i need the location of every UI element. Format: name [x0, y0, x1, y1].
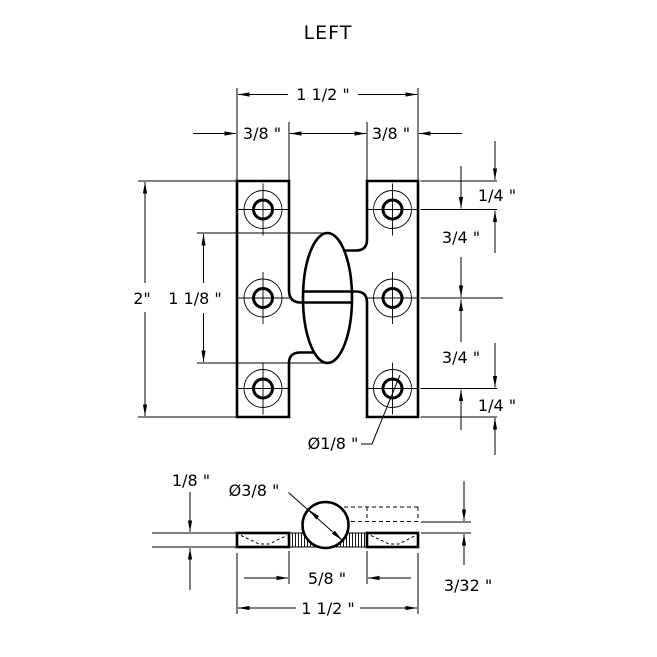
dim-label-offset: 3/32 " — [444, 576, 492, 595]
dim-hole-positions: 1/4 " 3/4 " 3/4 " 1/4 " — [420, 141, 516, 455]
drawing-title: LEFT — [304, 22, 353, 44]
countersink-right — [370, 535, 416, 545]
dim-label-overall-width-top: 1 1/2 " — [296, 85, 349, 104]
surface-extension-lines-left — [152, 532, 236, 548]
left-leaf-section — [235, 531, 291, 549]
dim-leaf-widths: 3/8 " 3/8 " — [193, 122, 462, 180]
dim-leaf-thickness: 1/8 " — [172, 471, 210, 590]
dim-inner-gap: 5/8 " — [244, 551, 411, 588]
dim-label-overall-width-bottom: 1 1/2 " — [301, 599, 354, 618]
countersink-left — [240, 535, 288, 545]
hidden-knuckle-outline — [344, 506, 419, 522]
right-leaf-section — [365, 531, 420, 549]
leaf-outlines — [235, 179, 420, 419]
dim-label-knuckle-diameter: Ø3/8 " — [229, 481, 280, 500]
dim-knuckle-height: 1 1/8 " — [168, 232, 327, 364]
dim-label-hole-to-bottom-edge: 1/4 " — [478, 396, 516, 415]
dim-label-knuckle-height: 1 1/8 " — [168, 289, 221, 308]
dim-label-leaf-thickness: 1/8 " — [172, 471, 210, 490]
dim-overall-height: 2" — [133, 180, 236, 418]
dim-label-overall-height: 2" — [133, 289, 151, 308]
dim-label-hole-pitch-lower: 3/4 " — [442, 348, 480, 367]
dim-label-top-edge-to-hole: 1/4 " — [478, 186, 516, 205]
dim-overall-width-top: 1 1/2 " — [236, 85, 419, 180]
front-view: 1 1/2 " 3/8 " 3/8 " 2" 1 1/8 " — [133, 85, 516, 455]
dim-label-screw-hole-diameter: Ø1/8 " — [308, 434, 359, 453]
dim-offset: 3/32 " — [444, 481, 492, 595]
callout-screw-hole-diameter: Ø1/8 " — [308, 374, 401, 453]
bottom-view: Ø3/8 " 1/8 " 3/32 " 5/8 " 1 1/2 " — [152, 471, 492, 618]
surface-extension-lines-right — [421, 521, 471, 534]
dim-label-hole-pitch-upper: 3/4 " — [442, 228, 480, 247]
screw-holes — [237, 183, 418, 415]
dim-label-inner-gap: 5/8 " — [308, 569, 346, 588]
dim-label-leaf-width-right: 3/8 " — [372, 124, 410, 143]
hinge-leaves-bottom — [235, 531, 420, 549]
dim-overall-width-bottom: 1 1/2 " — [236, 553, 419, 618]
knuckle-oval — [301, 231, 354, 365]
dim-knuckle-diameter: Ø3/8 " — [229, 481, 343, 541]
dim-label-leaf-width-left: 3/8 " — [243, 124, 281, 143]
